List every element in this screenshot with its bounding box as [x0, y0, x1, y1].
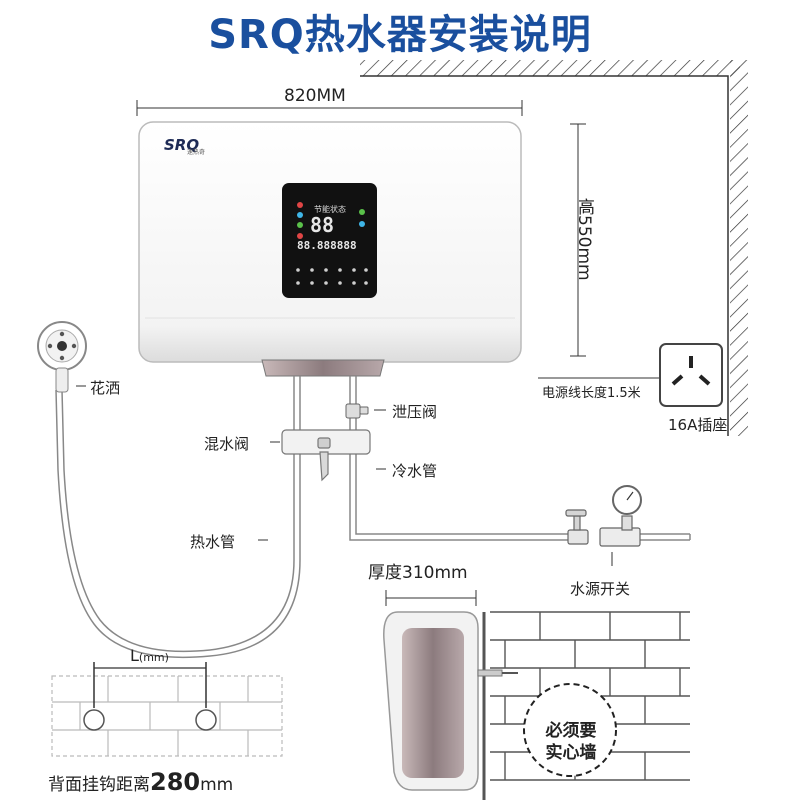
height-dimension-line	[570, 123, 586, 357]
heater-side-view	[383, 611, 518, 791]
water-heater	[138, 121, 522, 377]
thickness-label: 厚度310mm	[368, 563, 468, 583]
hot-pipe-label: 热水管	[190, 533, 236, 551]
display-digits: 88	[310, 213, 335, 237]
shower-head-icon	[37, 321, 87, 393]
hook-holes	[83, 662, 217, 731]
solid-wall-line-1: 必须要	[545, 721, 597, 741]
width-dimension-line	[136, 100, 523, 116]
hook-distance-value: 280	[150, 768, 201, 796]
mixing-valve-label: 混水阀	[204, 435, 250, 453]
display-row: 88.888888	[297, 239, 357, 252]
power-cord-label: 电源线长度1.5米	[542, 386, 641, 401]
solid-wall-line-2: 实心墙	[545, 743, 597, 763]
hook-length-label: L(mm)	[130, 646, 169, 665]
brand-subtitle: 速热奇	[187, 149, 206, 156]
shower-label: 花洒	[90, 379, 121, 397]
hook-length-symbol: L	[130, 646, 139, 665]
pipes	[55, 376, 691, 659]
socket-label: 16A插座	[668, 416, 728, 434]
solid-wall-label: 必须要实心墙	[532, 720, 610, 764]
pressure-valve-label: 泄压阀	[392, 403, 438, 421]
wall-corner	[360, 60, 748, 436]
hook-distance-unit: mm	[200, 775, 234, 795]
thickness-dimension-line	[385, 590, 477, 606]
display-mode-text: 节能状态	[314, 205, 346, 214]
leader-lines	[76, 377, 660, 566]
pressure-relief-valve-icon	[345, 403, 369, 419]
mixing-valve-icon	[281, 429, 371, 482]
hook-distance-label: 背面挂钩距离280mm	[48, 768, 233, 796]
width-label: 820MM	[284, 86, 346, 106]
socket-icon	[659, 343, 723, 407]
brand-logo: SRQ	[164, 136, 200, 154]
hook-distance-prefix: 背面挂钩距离	[48, 775, 150, 795]
page-title: SRQ热水器安装说明	[208, 12, 592, 58]
height-label: 高550mm	[574, 198, 594, 281]
hook-length-unit: (mm)	[138, 651, 169, 664]
water-switch-label: 水源开关	[570, 580, 631, 598]
water-switch-icon	[565, 485, 642, 547]
cold-pipe-label: 冷水管	[392, 462, 438, 480]
solid-wall-callout	[523, 683, 617, 777]
